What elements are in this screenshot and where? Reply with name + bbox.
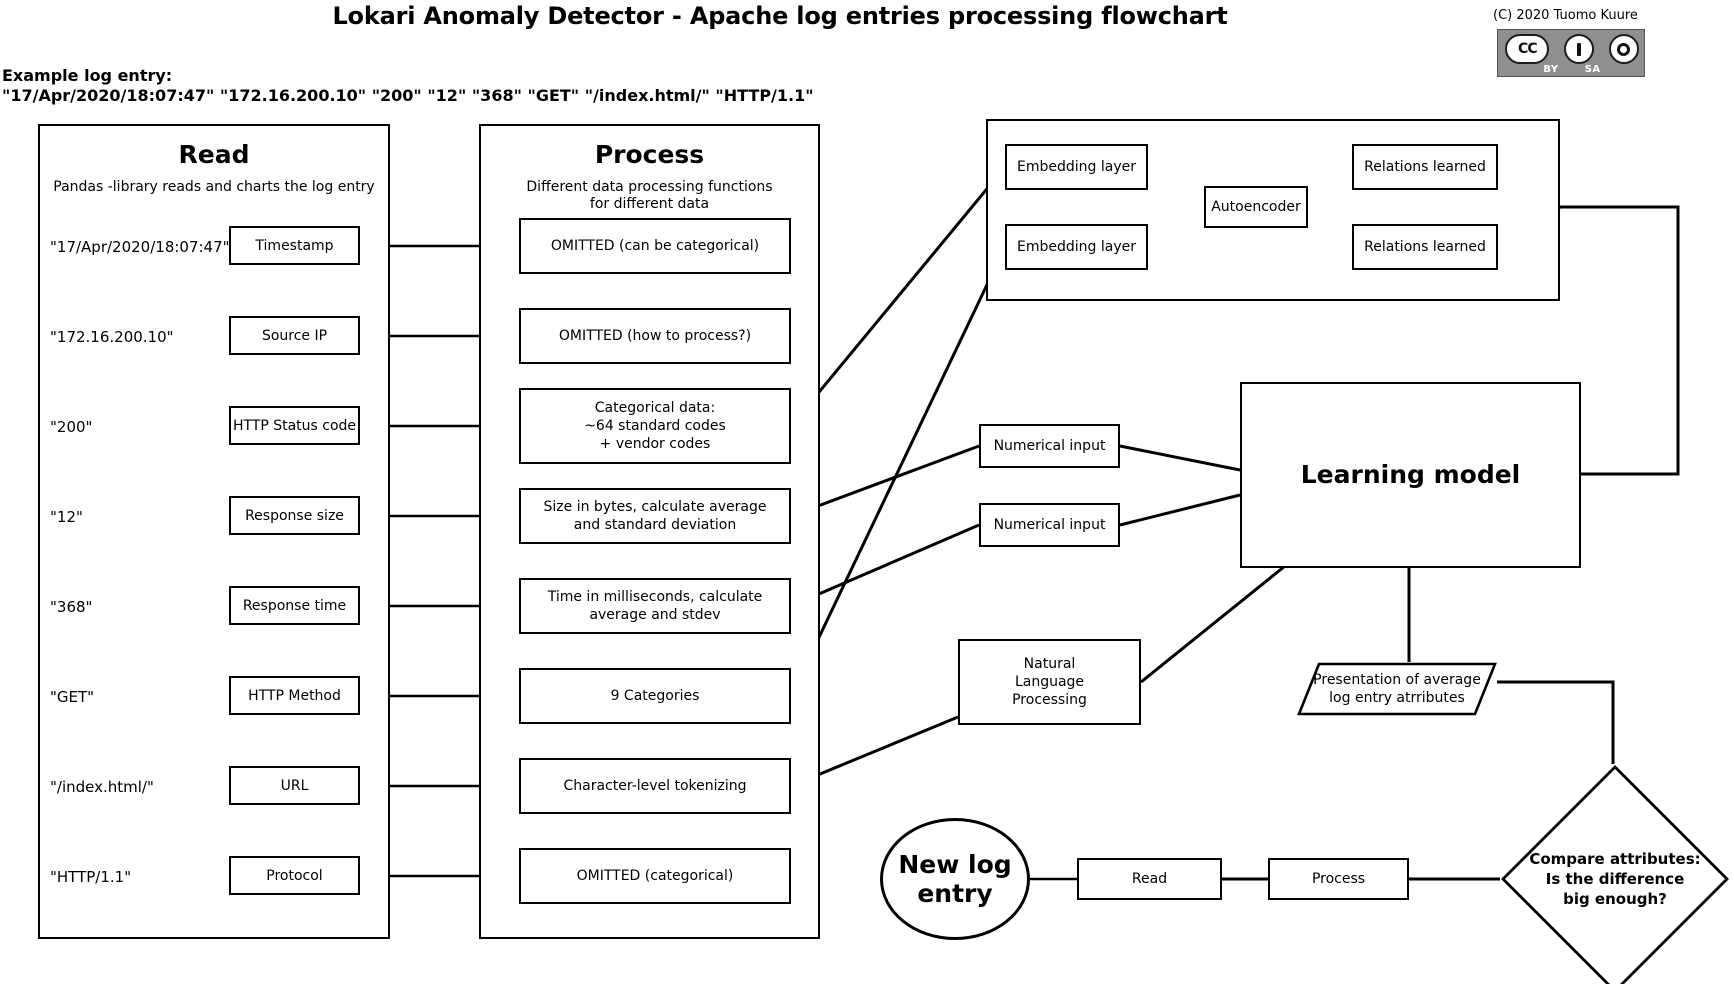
process-box-response-size[interactable]: Size in bytes, calculate average and sta… xyxy=(519,488,791,544)
nlp-line-2: Language xyxy=(1014,674,1085,690)
size-box-line-2: and standard deviation xyxy=(573,517,737,533)
time-box-line-1: Time in milliseconds, calculate xyxy=(547,589,763,605)
cc-attribution-icon xyxy=(1563,34,1594,64)
embedding-layer-1[interactable]: Embedding layer xyxy=(1005,144,1148,190)
read-field-response-size[interactable]: Response size xyxy=(229,496,360,535)
process-subtitle-line-2: for different data xyxy=(589,196,710,212)
read-panel-subtitle: Pandas -library reads and charts the log… xyxy=(53,179,375,195)
decision-line-1: Compare attributes: xyxy=(1529,850,1701,868)
presentation-line-1: Presentation of average xyxy=(1313,672,1481,688)
read-value-response-time: "368" xyxy=(50,598,93,616)
example-log-entry-label: Example log entry: xyxy=(2,66,173,85)
presentation-line-2: log entry atrributes xyxy=(1329,690,1465,706)
read-field-status-code[interactable]: HTTP Status code xyxy=(229,406,360,445)
cc-logo-text: CC xyxy=(1518,41,1538,57)
read-field-url[interactable]: URL xyxy=(229,766,360,805)
example-log-entry-value: "17/Apr/2020/18:07:47" "172.16.200.10" "… xyxy=(2,86,814,105)
decision-text: Compare attributes: Is the difference bi… xyxy=(1500,764,1730,984)
presentation-parallelogram[interactable]: Presentation of average log entry atrrib… xyxy=(1297,662,1497,716)
bottom-process-step[interactable]: Process xyxy=(1268,858,1409,900)
parallelogram-shape xyxy=(1297,662,1497,716)
compare-attributes-decision[interactable]: Compare attributes: Is the difference bi… xyxy=(1500,764,1730,984)
creative-commons-badge-icon: CC BY SA xyxy=(1497,29,1645,77)
process-box-http-method[interactable]: 9 Categories xyxy=(519,668,791,724)
cc-badge-labels: BY SA xyxy=(1498,63,1646,76)
nlp-line-3: Processing xyxy=(1012,692,1087,708)
relations-learned-1[interactable]: Relations learned xyxy=(1352,144,1498,190)
process-subtitle-line-1: Different data processing functions xyxy=(526,179,773,195)
read-value-protocol: "HTTP/1.1" xyxy=(50,868,132,886)
new-log-entry-line-1: New log xyxy=(898,850,1012,879)
cc-by-label: BY xyxy=(1543,64,1559,75)
status-box-line-3: + vendor codes xyxy=(599,436,711,452)
process-panel-subtitle: Different data processing functions for … xyxy=(481,179,818,213)
read-field-http-method[interactable]: HTTP Method xyxy=(229,676,360,715)
read-value-timestamp: "17/Apr/2020/18:07:47" xyxy=(50,238,230,256)
cc-logo-icon: CC xyxy=(1505,34,1550,64)
process-panel-title: Process xyxy=(594,140,705,169)
size-box-line-1: Size in bytes, calculate average xyxy=(543,499,767,515)
process-box-protocol[interactable]: OMITTED (categorical) xyxy=(519,848,791,904)
autoencoder-node[interactable]: Autoencoder xyxy=(1204,186,1308,228)
cc-badge-symbols: CC xyxy=(1498,32,1646,66)
read-field-source-ip[interactable]: Source IP xyxy=(229,316,360,355)
numerical-input-1[interactable]: Numerical input xyxy=(979,424,1120,468)
read-value-source-ip: "172.16.200.10" xyxy=(50,328,174,346)
learning-model-box[interactable]: Learning model xyxy=(1240,382,1581,568)
process-box-url[interactable]: Character-level tokenizing xyxy=(519,758,791,814)
read-value-status-code: "200" xyxy=(50,418,93,436)
read-field-timestamp[interactable]: Timestamp xyxy=(229,226,360,265)
sharealike-glyph xyxy=(1617,42,1631,56)
process-box-status-code[interactable]: Categorical data: ~64 standard codes + v… xyxy=(519,388,791,464)
process-box-timestamp[interactable]: OMITTED (can be categorical) xyxy=(519,218,791,274)
cc-sharealike-icon xyxy=(1608,34,1639,64)
nlp-line-1: Natural xyxy=(1023,656,1076,672)
new-log-entry-start[interactable]: New log entry xyxy=(880,818,1030,940)
read-value-response-size: "12" xyxy=(50,508,83,526)
status-box-line-1: Categorical data: xyxy=(594,400,716,416)
decision-line-3: big enough? xyxy=(1563,890,1667,908)
presentation-text: Presentation of average log entry atrrib… xyxy=(1297,662,1497,716)
status-box-line-2: ~64 standard codes xyxy=(584,418,726,434)
time-box-line-2: average and stdev xyxy=(589,607,721,623)
numerical-input-2[interactable]: Numerical input xyxy=(979,503,1120,547)
diamond-shape xyxy=(1501,765,1729,984)
decision-line-2: Is the difference xyxy=(1545,870,1685,888)
relations-learned-2[interactable]: Relations learned xyxy=(1352,224,1498,270)
embedding-layer-2[interactable]: Embedding layer xyxy=(1005,224,1148,270)
process-box-response-time[interactable]: Time in milliseconds, calculate average … xyxy=(519,578,791,634)
bottom-read-step[interactable]: Read xyxy=(1077,858,1222,900)
new-log-entry-line-2: entry xyxy=(917,879,993,908)
read-value-http-method: "GET" xyxy=(50,688,95,706)
copyright-notice: (C) 2020 Tuomo Kuure xyxy=(1493,8,1638,23)
process-box-source-ip[interactable]: OMITTED (how to process?) xyxy=(519,308,791,364)
person-glyph xyxy=(1576,42,1581,56)
page-title: Lokari Anomaly Detector - Apache log ent… xyxy=(332,2,1228,30)
read-value-url: "/index.html/" xyxy=(50,778,154,796)
read-field-response-time[interactable]: Response time xyxy=(229,586,360,625)
read-panel-title: Read xyxy=(178,140,250,169)
read-field-protocol[interactable]: Protocol xyxy=(229,856,360,895)
cc-sa-label: SA xyxy=(1584,64,1601,75)
nlp-box[interactable]: Natural Language Processing xyxy=(958,639,1141,725)
